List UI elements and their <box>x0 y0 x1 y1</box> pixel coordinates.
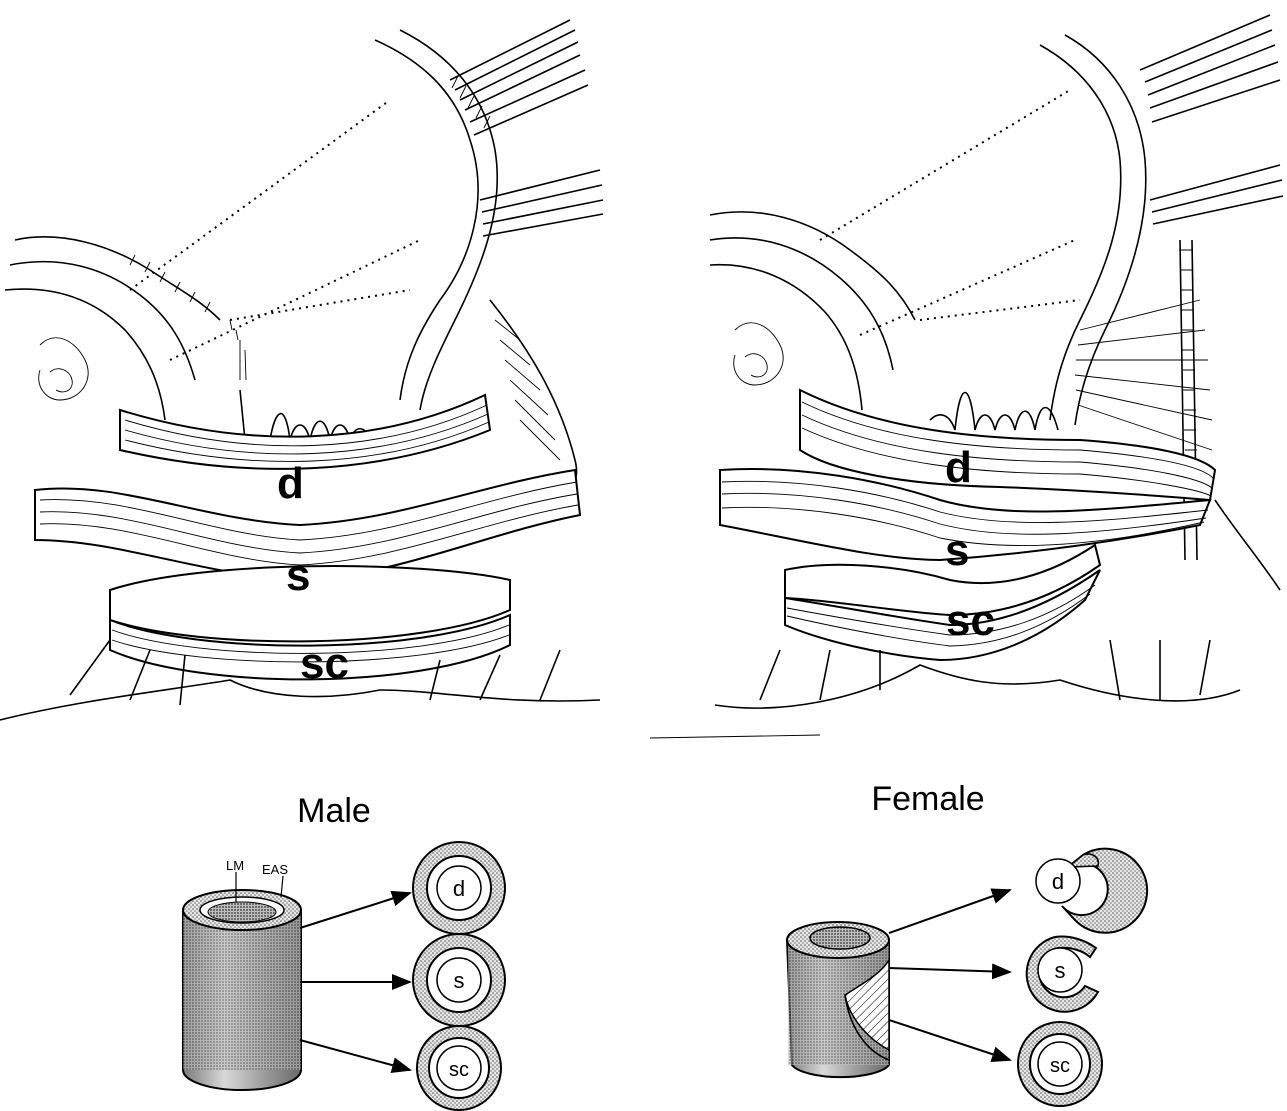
female-arrow-d <box>889 890 1010 933</box>
male-lm-label: LM <box>226 858 244 873</box>
female-band-label-d: d <box>945 443 972 492</box>
female-band-label-s: s <box>945 526 969 575</box>
male-band-label-s: s <box>286 551 310 600</box>
male-caption: Male <box>297 792 371 830</box>
female-ring-label-s: s <box>1055 958 1066 983</box>
male-eas-label: EAS <box>262 862 288 877</box>
female-arrow-sc <box>889 1020 1010 1060</box>
male-ring-label-s: s <box>454 968 465 993</box>
male-deep-band <box>120 395 490 469</box>
female-sphincter-cylinder <box>787 922 889 1077</box>
female-ring-label-sc: sc <box>1050 1055 1070 1077</box>
male-arrow-sc <box>300 1040 410 1070</box>
female-caption: Female <box>871 780 984 818</box>
female-baseline <box>650 735 820 738</box>
male-rectum-wall <box>5 237 246 420</box>
male-band-label-sc: sc <box>300 639 349 688</box>
female-ring-s: s <box>1027 937 1098 1012</box>
female-schematic: Female d s sc <box>787 780 1147 1106</box>
male-anatomy-illustration: d s sc <box>0 20 603 720</box>
male-ring-d: d <box>413 842 505 934</box>
female-arrow-s <box>889 968 1010 972</box>
male-dotted-line-3 <box>230 290 410 320</box>
female-dotted-line-1 <box>820 90 1070 240</box>
female-anal-canal <box>930 393 1058 431</box>
male-sphincter-cylinder: LM EAS <box>183 858 301 1090</box>
female-band-label-sc: sc <box>946 596 995 645</box>
male-band-label-d: d <box>277 459 304 508</box>
male-ring-label-sc: sc <box>449 1059 469 1081</box>
female-anatomy-illustration: d s sc <box>650 15 1283 738</box>
male-dotted-line-1 <box>130 100 390 290</box>
male-arrow-d <box>300 893 410 928</box>
female-ring-label-d: d <box>1052 869 1064 894</box>
female-dotted-line-3 <box>920 300 1080 320</box>
female-ring-sc: sc <box>1018 1022 1102 1106</box>
male-dotted-line-2 <box>170 240 420 360</box>
female-subcutaneous-band <box>785 545 1100 660</box>
male-ring-label-d: d <box>453 876 465 901</box>
female-rectum-wall <box>710 212 915 410</box>
male-ring-sc: sc <box>417 1026 501 1110</box>
female-ring-d: d <box>1036 849 1147 933</box>
male-schematic: Male LM EAS d s <box>183 792 505 1110</box>
male-ring-s: s <box>413 934 505 1026</box>
